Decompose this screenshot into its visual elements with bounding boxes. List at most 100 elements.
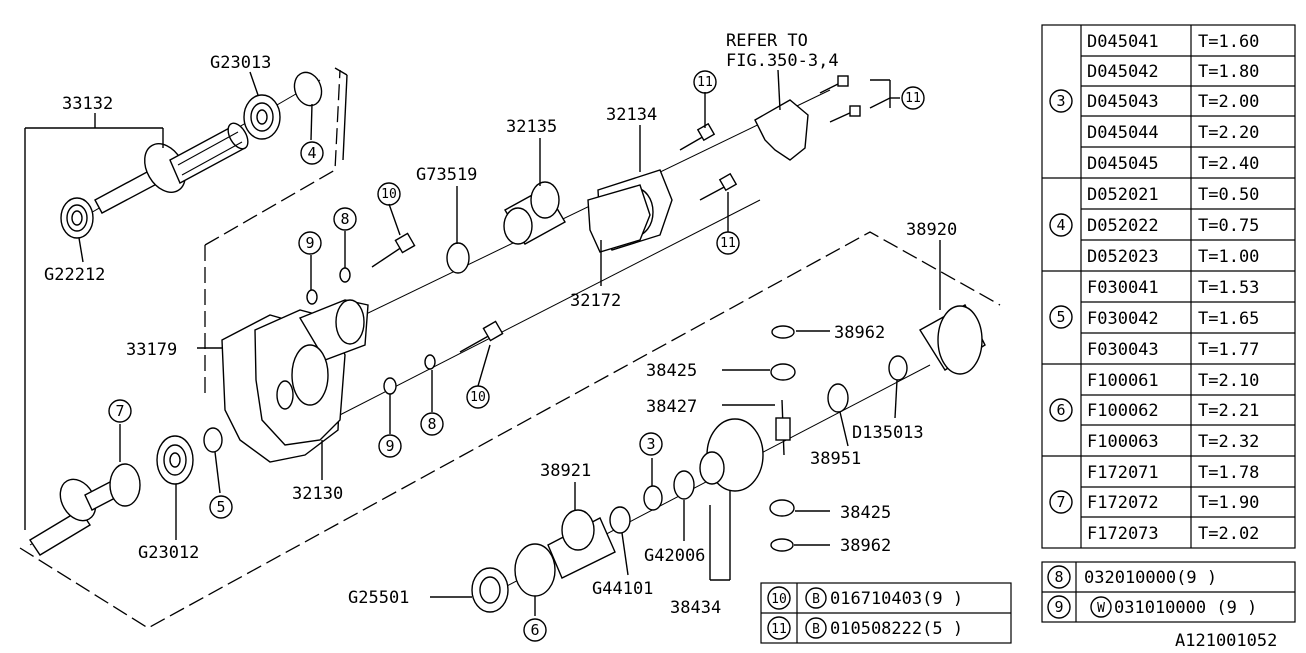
shim-3 bbox=[643, 485, 663, 511]
bolt-table-ref-11: 11 bbox=[771, 622, 787, 637]
reference-circles: 4 7 5 6 3 8 8 9 9 10 10 11 11 11 bbox=[108, 70, 925, 642]
bolt-table-ref-10: 10 bbox=[771, 592, 787, 607]
callout-38962-upper: 38962 bbox=[834, 323, 885, 343]
pinion-38427 bbox=[775, 399, 791, 456]
shim-group-ref-3: 3 bbox=[1056, 92, 1065, 110]
leader-lines bbox=[24, 69, 941, 616]
callout-g22212: G22212 bbox=[44, 265, 105, 285]
shim-spec: T=2.00 bbox=[1198, 92, 1259, 112]
shim-part: D045043 bbox=[1087, 92, 1159, 112]
bolt-table-prefix-10: B bbox=[812, 592, 820, 607]
bolt-table-text-10: 016710403(9 ) bbox=[830, 589, 963, 609]
bearing-g23012 bbox=[156, 435, 194, 485]
shim-part: D052022 bbox=[1087, 216, 1159, 236]
shim-part: D045044 bbox=[1087, 123, 1159, 143]
shim-spec: T=1.53 bbox=[1198, 278, 1259, 298]
refer-note-line2: FIG.350-3,4 bbox=[726, 51, 839, 71]
ref-circle-10-lower: 10 bbox=[470, 390, 486, 405]
shim-part: F100063 bbox=[1087, 432, 1159, 452]
callout-33179: 33179 bbox=[126, 340, 177, 360]
bracket-bolts bbox=[819, 75, 861, 123]
refer-note: REFER TO FIG.350-3,4 bbox=[726, 31, 839, 71]
shim-group-ref-7: 7 bbox=[1056, 493, 1065, 511]
shim-part: D052023 bbox=[1087, 247, 1159, 267]
ring-g42006 bbox=[673, 470, 695, 500]
ref-circle-5: 5 bbox=[216, 498, 225, 516]
shim-spec: T=2.02 bbox=[1198, 524, 1259, 544]
shim-part: F100061 bbox=[1087, 371, 1159, 391]
ref-circle-4: 4 bbox=[307, 144, 316, 162]
shim-table: 3 4 5 6 7 D045041 T=1.60 D045042 T=1.80 … bbox=[1041, 24, 1296, 549]
shim-spec: T=1.78 bbox=[1198, 463, 1259, 483]
refer-note-line1: REFER TO bbox=[726, 31, 808, 51]
callout-38434: 38434 bbox=[670, 598, 721, 618]
bracket bbox=[754, 99, 809, 161]
washer-d135013 bbox=[888, 355, 908, 381]
callout-38427: 38427 bbox=[646, 397, 697, 417]
part-callouts: 33132 G23013 G22212 33179 G73519 32135 3… bbox=[44, 53, 957, 618]
diff-case-38434 bbox=[699, 418, 764, 492]
gear-38921 bbox=[547, 509, 616, 579]
shim-spec: T=1.65 bbox=[1198, 309, 1259, 329]
callout-33132: 33132 bbox=[62, 94, 113, 114]
callout-d135013: D135013 bbox=[852, 423, 924, 443]
callout-38425-lower: 38425 bbox=[840, 503, 891, 523]
shim-part: D045042 bbox=[1087, 62, 1159, 82]
washer-table-text-9: 031010000 (9 ) bbox=[1114, 598, 1257, 618]
drive-shaft-33132 bbox=[94, 122, 249, 214]
callout-g23013: G23013 bbox=[210, 53, 271, 73]
washer-table: 8 032010000(9 ) 9 W 031010000 (9 ) bbox=[1041, 561, 1296, 623]
snap-ring-7 bbox=[109, 463, 141, 507]
shim-spec: T=0.50 bbox=[1198, 185, 1259, 205]
shim-part: F030043 bbox=[1087, 340, 1159, 360]
ref-circle-9-lower: 9 bbox=[385, 437, 394, 455]
ref-circle-8-upper: 8 bbox=[340, 210, 349, 228]
bearing-g22212 bbox=[60, 197, 94, 239]
shim-spec: T=2.40 bbox=[1198, 154, 1259, 174]
shim-part: F030041 bbox=[1087, 278, 1159, 298]
shim-group-ref-4: 4 bbox=[1056, 216, 1065, 234]
shim-spec: T=1.80 bbox=[1198, 62, 1259, 82]
gasket-32172 bbox=[587, 184, 651, 253]
callout-38951: 38951 bbox=[810, 449, 861, 469]
ref-circle-9-upper: 9 bbox=[305, 234, 314, 252]
shim-spec: T=2.21 bbox=[1198, 401, 1259, 421]
shim-spec: T=2.10 bbox=[1198, 371, 1259, 391]
bolt-table: 10 B 016710403(9 ) 11 B 010508222(5 ) bbox=[760, 582, 1012, 644]
callout-38962-lower: 38962 bbox=[840, 536, 891, 556]
ref-circle-7: 7 bbox=[115, 402, 124, 420]
shim-group-ref-6: 6 bbox=[1056, 401, 1065, 419]
assembly-outline bbox=[19, 67, 1001, 629]
shim-spec: T=0.75 bbox=[1198, 216, 1259, 236]
washer-table-ref-8: 8 bbox=[1054, 568, 1063, 586]
gear-38425-lower bbox=[769, 499, 795, 517]
callout-38921: 38921 bbox=[540, 461, 591, 481]
callout-g42006: G42006 bbox=[644, 546, 705, 566]
shim-spec: T=1.00 bbox=[1198, 247, 1259, 267]
shim-spec: T=2.32 bbox=[1198, 432, 1259, 452]
gear-38951 bbox=[827, 383, 849, 413]
shim-part: D052021 bbox=[1087, 185, 1159, 205]
bolt-table-prefix-11: B bbox=[812, 622, 820, 637]
shim-group-ref-5: 5 bbox=[1056, 308, 1065, 326]
shim-part: F172072 bbox=[1087, 493, 1159, 513]
gear-38425-upper bbox=[770, 363, 796, 381]
callout-32134: 32134 bbox=[606, 105, 657, 125]
ref-circle-8-lower: 8 bbox=[427, 415, 436, 433]
snap-ring-4 bbox=[293, 71, 323, 107]
snap-ring-5 bbox=[203, 427, 223, 453]
sleeve-32135 bbox=[503, 181, 566, 245]
washer-table-prefix-9: W bbox=[1097, 601, 1105, 616]
callout-g44101: G44101 bbox=[592, 579, 653, 599]
bearing-g23013 bbox=[243, 94, 281, 140]
washers bbox=[306, 267, 436, 395]
shim-spec: T=1.60 bbox=[1198, 32, 1259, 52]
ring-g44101 bbox=[609, 506, 631, 534]
shim-part: F172071 bbox=[1087, 463, 1159, 483]
ref-circle-11-lower: 11 bbox=[720, 236, 736, 251]
callout-32130: 32130 bbox=[292, 484, 343, 504]
washer-table-text-8: 032010000(9 ) bbox=[1084, 568, 1217, 588]
case-38920 bbox=[919, 304, 986, 375]
washer-38962-lower bbox=[770, 538, 794, 552]
